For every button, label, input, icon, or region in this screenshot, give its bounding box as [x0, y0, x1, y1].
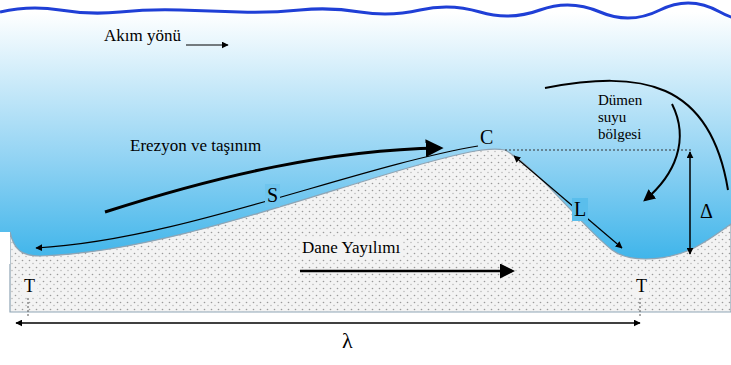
- water-surface: [0, 3, 731, 20]
- stoss-label: S: [265, 184, 280, 207]
- grain-label: Dane Yayılımı: [300, 238, 402, 258]
- height-label: Δ: [700, 200, 713, 223]
- flow-arrow: [186, 45, 228, 46]
- grain-arrow: [300, 270, 512, 273]
- trough-label: T: [22, 276, 37, 297]
- trough-marker: [640, 298, 641, 318]
- trough-marker: [28, 298, 29, 318]
- process-label: Erezyon ve taşınım: [130, 136, 261, 156]
- height-arrow: [689, 152, 691, 254]
- trough-label: T: [634, 276, 649, 297]
- wake-curve-arrow: [645, 104, 680, 200]
- flow-label: Akım yönü: [104, 26, 181, 46]
- lee-length-arrow: [514, 156, 622, 248]
- wake-curve: [545, 81, 728, 190]
- crest-level-line: [505, 150, 692, 151]
- wake-zone-label: Dümen suyu bölgesi: [598, 92, 656, 143]
- blank-edge: [0, 232, 10, 264]
- lee-label: L: [572, 198, 588, 221]
- wavelength-arrow: [16, 322, 640, 324]
- sand-bed: [10, 149, 731, 312]
- stoss-length-arrow: [36, 146, 478, 248]
- erosion-arrow: [105, 148, 440, 212]
- crest-label: C: [480, 126, 493, 149]
- wavelength-label: λ: [342, 328, 353, 353]
